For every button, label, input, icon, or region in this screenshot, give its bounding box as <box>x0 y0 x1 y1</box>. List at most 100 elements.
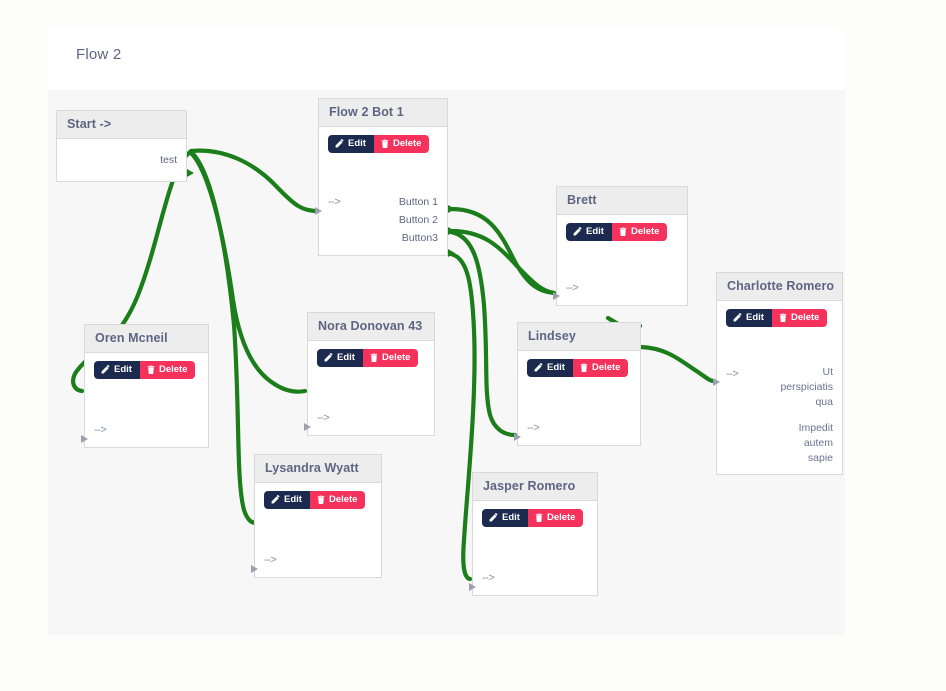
input-port-label: --> <box>264 553 277 566</box>
pencil-icon <box>733 313 742 322</box>
trash-icon <box>779 313 787 323</box>
pencil-icon <box>573 227 582 236</box>
port-row-button-3[interactable]: Button3 <box>328 229 438 247</box>
output-port-anchor-button-1[interactable] <box>448 205 457 214</box>
node-body: Edit Delete --> <box>473 501 597 595</box>
output-port-label-button-3: Button3 <box>401 231 438 244</box>
node-text-content: Ut perspiciatis qua Impedit autem sapie <box>780 365 833 466</box>
node-start[interactable]: Start -> test <box>56 110 194 182</box>
node-ports: --> <box>317 409 425 427</box>
edit-button[interactable]: Edit <box>328 135 374 153</box>
edit-button-label: Edit <box>114 364 132 375</box>
port-row-input[interactable]: --> <box>482 569 588 587</box>
node-charlotte-romero[interactable]: Charlotte Romero Edit Delete <box>713 272 843 475</box>
port-row-input[interactable]: --> <box>94 421 199 439</box>
output-port-label-button-2: Button 2 <box>398 213 438 226</box>
delete-button[interactable]: Delete <box>771 309 828 327</box>
node-body: Edit Delete --> Ut <box>717 301 842 474</box>
edit-button[interactable]: Edit <box>317 349 363 367</box>
port-row-input[interactable]: --> <box>527 419 631 437</box>
output-port-row[interactable]: test <box>66 151 177 169</box>
pencil-icon <box>534 363 543 372</box>
input-port-anchor[interactable] <box>514 433 523 442</box>
node-body: Edit Delete --> <box>85 353 208 447</box>
input-port-anchor[interactable] <box>469 583 478 592</box>
delete-button[interactable]: Delete <box>362 349 419 367</box>
input-port-anchor[interactable] <box>713 378 722 387</box>
port-row-input[interactable]: --> Ut perspiciatis qua Impedit autem sa… <box>726 365 833 466</box>
trash-icon <box>381 139 389 149</box>
edge-button2-brett <box>448 228 557 296</box>
delete-button[interactable]: Delete <box>139 361 196 379</box>
input-port-label: --> <box>527 421 540 434</box>
trash-icon <box>619 227 627 237</box>
edit-button[interactable]: Edit <box>264 491 310 509</box>
pencil-icon <box>489 513 498 522</box>
delete-button-label: Delete <box>381 352 411 363</box>
input-port-anchor[interactable] <box>553 292 562 301</box>
node-oren-mcneil[interactable]: Oren Mcneil Edit Delete <box>81 324 209 448</box>
port-row-input[interactable]: --> <box>317 409 425 427</box>
edit-button[interactable]: Edit <box>94 361 140 379</box>
edit-button[interactable]: Edit <box>566 223 612 241</box>
node-title: Lindsey <box>518 323 640 351</box>
delete-button-label: Delete <box>546 512 576 523</box>
edge-button2-lindsey <box>448 229 518 438</box>
input-port-label: --> <box>328 195 341 208</box>
node-ports: --> <box>566 279 678 297</box>
node-flow2bot1[interactable]: Flow 2 Bot 1 Edit Delete <box>315 98 455 257</box>
flow-canvas[interactable]: Start -> test Flow 2 Bot 1 Edit <box>48 90 845 635</box>
output-port-anchor-button-3[interactable] <box>448 249 457 258</box>
output-port-anchor-test[interactable] <box>187 169 196 178</box>
delete-button-label: Delete <box>158 364 188 375</box>
node-body: Edit Delete --> Button 1 <box>319 127 447 255</box>
input-port-anchor[interactable] <box>304 423 313 432</box>
node-lindsey[interactable]: Lindsey Edit Delete <box>514 322 641 446</box>
node-ports: --> <box>527 419 631 437</box>
trash-icon <box>147 365 155 375</box>
delete-button[interactable]: Delete <box>611 223 668 241</box>
edit-button-label: Edit <box>502 512 520 523</box>
node-brett[interactable]: Brett Edit Delete <box>553 186 688 306</box>
delete-button-label: Delete <box>328 494 358 505</box>
pencil-icon <box>271 495 280 504</box>
delete-button[interactable]: Delete <box>373 135 430 153</box>
edit-button-label: Edit <box>746 312 764 323</box>
node-lysandra-wyatt[interactable]: Lysandra Wyatt Edit Delete <box>251 454 382 578</box>
node-title: Charlotte Romero <box>717 273 842 301</box>
delete-button[interactable]: Delete <box>572 359 629 377</box>
edit-button[interactable]: Edit <box>726 309 772 327</box>
node-jasper-romero[interactable]: Jasper Romero Edit Delete <box>469 472 598 596</box>
port-row-button-1[interactable]: --> Button 1 <box>328 193 438 211</box>
node-nora-donovan[interactable]: Nora Donovan 43 Edit Delete <box>304 312 435 436</box>
trash-icon <box>535 513 543 523</box>
pencil-icon <box>324 353 333 362</box>
port-row-input[interactable]: --> <box>566 279 678 297</box>
delete-button[interactable]: Delete <box>527 509 584 527</box>
port-row-button-2[interactable]: Button 2 <box>328 211 438 229</box>
node-action-buttons: Edit Delete <box>726 309 828 327</box>
node-action-buttons: Edit Delete <box>328 135 430 153</box>
edit-button-label: Edit <box>547 362 565 373</box>
edit-button[interactable]: Edit <box>482 509 528 527</box>
edge-start-flow2bot1 <box>188 148 319 214</box>
edit-button[interactable]: Edit <box>527 359 573 377</box>
trash-icon <box>370 353 378 363</box>
input-port-anchor[interactable] <box>251 565 260 574</box>
node-title: Flow 2 Bot 1 <box>319 99 447 127</box>
delete-button[interactable]: Delete <box>309 491 366 509</box>
input-port-label: --> <box>482 571 495 584</box>
input-port-anchor[interactable] <box>81 435 90 444</box>
delete-button-label: Delete <box>591 362 621 373</box>
node-ports: --> <box>264 551 372 569</box>
output-port-anchor-button-2[interactable] <box>448 227 457 236</box>
node-action-buttons: Edit Delete <box>566 223 668 241</box>
node-body: Edit Delete --> <box>255 483 381 577</box>
port-row-input[interactable]: --> <box>264 551 372 569</box>
input-port-anchor[interactable] <box>315 207 324 216</box>
pencil-icon <box>335 139 344 148</box>
delete-button-label: Delete <box>630 226 660 237</box>
node-action-buttons: Edit Delete <box>94 361 196 379</box>
node-title: Oren Mcneil <box>85 325 208 353</box>
